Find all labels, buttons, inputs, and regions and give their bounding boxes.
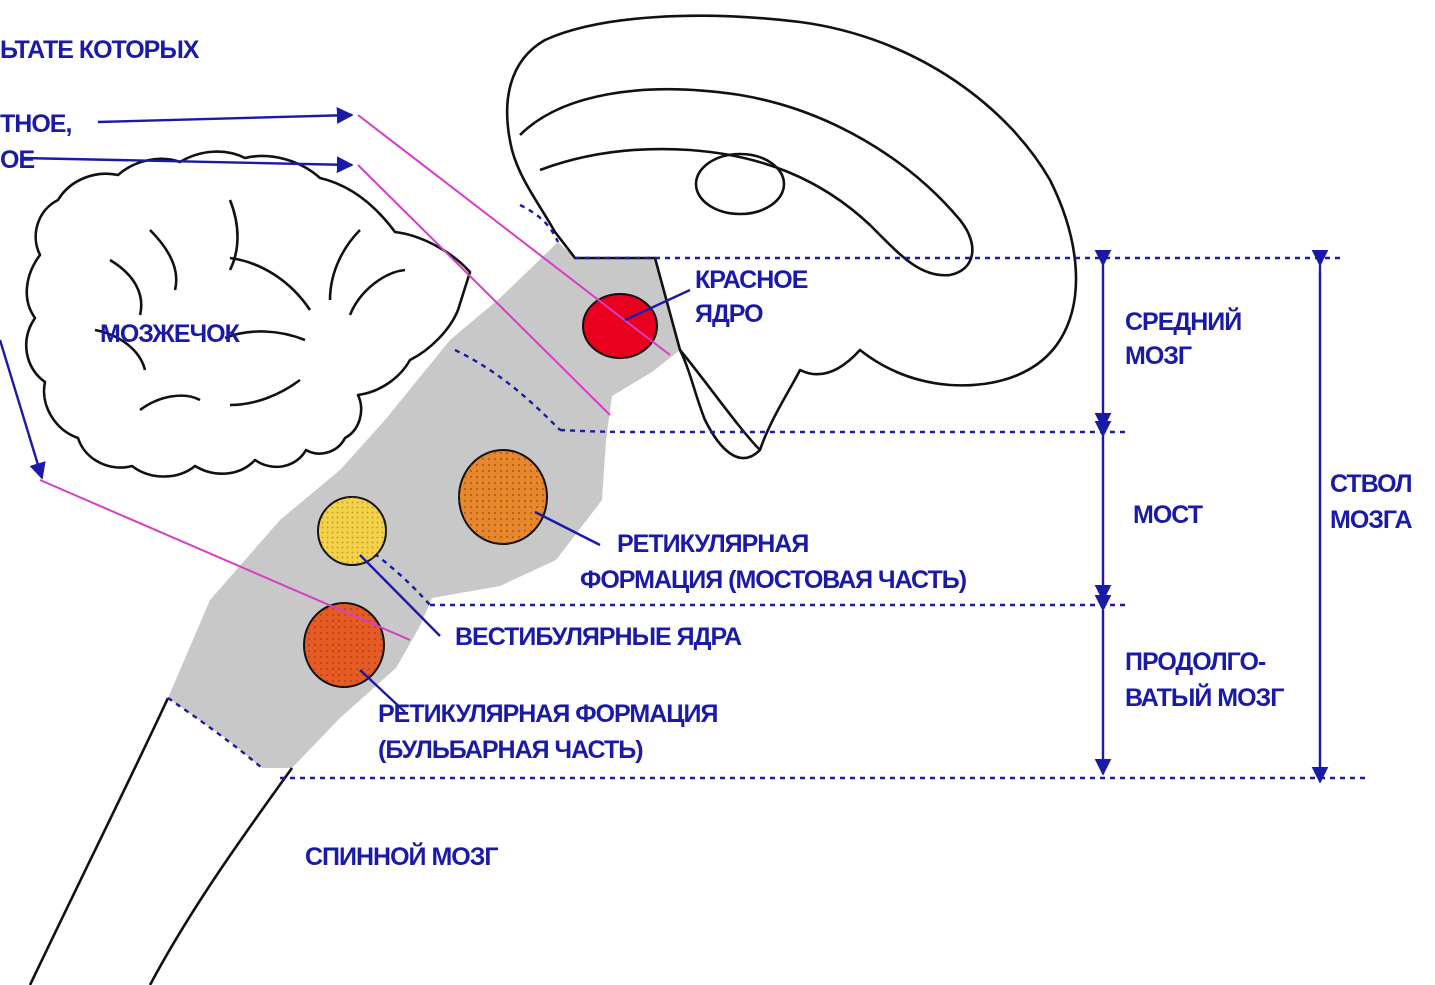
label-spinal-cord: СПИННОЙ МОЗГ — [305, 841, 498, 871]
label-red-nucleus-1: КРАСНОЕ — [695, 266, 808, 294]
label-brainstem-2: МОЗГА — [1330, 506, 1413, 534]
vestibular-nuclei-texture — [318, 497, 386, 565]
label-cerebellum: МОЗЖЕЧОК — [100, 320, 241, 348]
reticular-formation-bulbar-texture — [304, 603, 384, 687]
label-pons: МОСТ — [1133, 501, 1203, 529]
red-nucleus — [583, 294, 657, 358]
label-reticular-pontine-1: РЕТИКУЛЯРНАЯ — [617, 530, 808, 558]
label-medulla-2: ВАТЫЙ МОЗГ — [1125, 682, 1284, 712]
corpus-callosum-curve — [520, 89, 972, 275]
brainstem-right-edge-line — [680, 350, 760, 450]
label-red-nucleus-2: ЯДРО — [695, 300, 763, 328]
label-reticular-pontine-2: ФОРМАЦИЯ (МОСТОВАЯ ЧАСТЬ) — [580, 566, 967, 594]
label-vestibular-nuclei: ВЕСТИБУЛЯРНЫЕ ЯДРА — [455, 623, 742, 651]
label-brainstem-1: СТВОЛ — [1330, 470, 1412, 498]
reticular-formation-pontine-texture — [459, 450, 547, 544]
ventricle-oval — [696, 154, 784, 214]
label-reticular-bulbar-2: (БУЛЬБАРНАЯ ЧАСТЬ) — [378, 736, 643, 764]
label-midbrain-1: СРЕДНИЙ — [1125, 306, 1241, 336]
label-top-left-3: ОЕ — [0, 146, 34, 174]
label-midbrain-2: МОЗГ — [1125, 342, 1192, 370]
label-medulla-1: ПРОДОЛГО- — [1125, 648, 1266, 676]
cerebellum-fold-2 — [95, 200, 238, 410]
spinal-cord-left-edge — [30, 698, 168, 985]
inner-dashed-arc-4 — [520, 205, 558, 242]
arrow-top-1 — [98, 115, 352, 122]
arrow-left-down — [0, 340, 42, 478]
midbrain-pons-boundary — [560, 430, 1130, 432]
label-reticular-bulbar-1: РЕТИКУЛЯРНАЯ ФОРМАЦИЯ — [378, 700, 718, 728]
spinal-cord-right-edge — [150, 768, 292, 985]
label-top-left-1: ЬТАТЕ КОТОРЫХ — [0, 36, 200, 64]
label-top-left-2: ТНОЕ, — [0, 110, 71, 138]
cerebellum-fold-1 — [225, 230, 405, 405]
